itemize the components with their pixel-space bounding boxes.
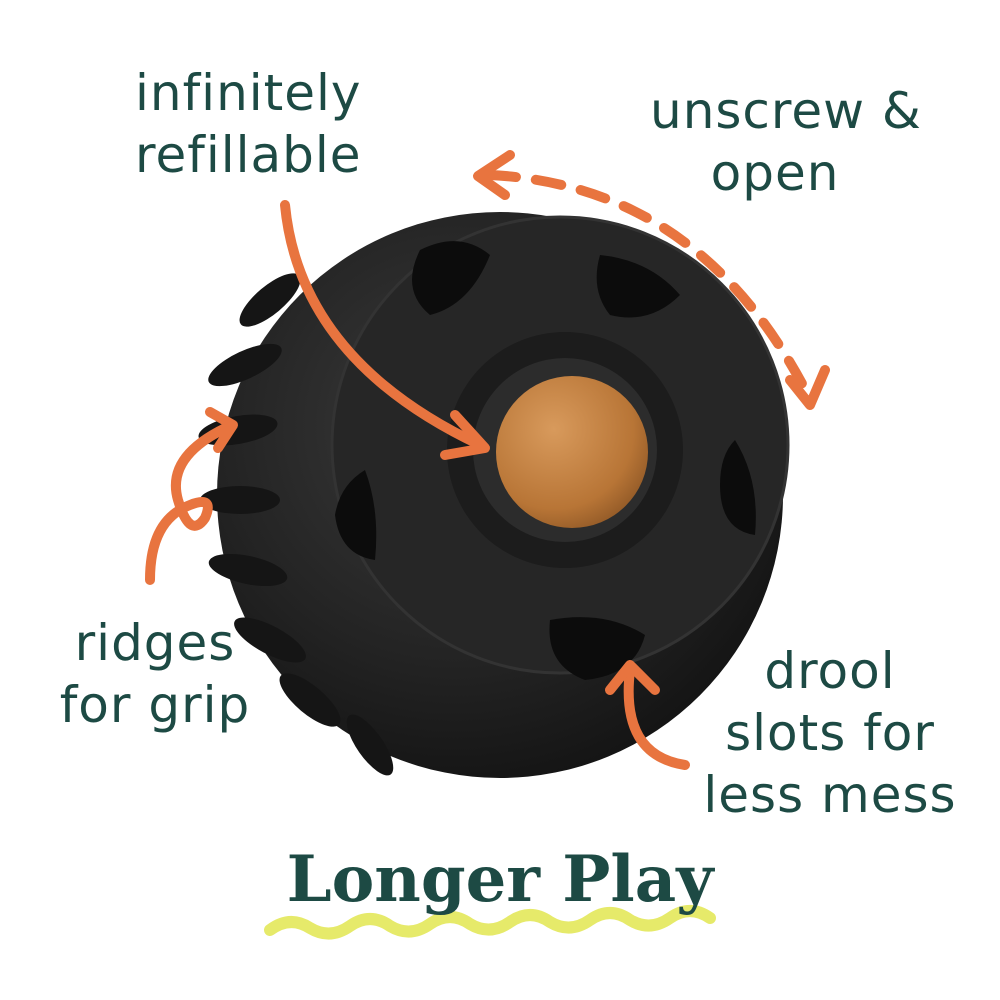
unscrew-arrow (485, 170, 813, 400)
headline-title: Longer Play (286, 842, 714, 917)
refill-arrowhead (440, 410, 490, 460)
ridges-arrow (145, 420, 237, 585)
cap-slots (335, 241, 756, 680)
treat (496, 376, 648, 528)
callout-infinitely-refillable: infinitely refillable (135, 62, 362, 186)
grip-ridges (198, 273, 394, 776)
callout-line: for grip (59, 676, 251, 734)
unscrew-arrowhead-left (473, 150, 515, 200)
headline-underline (264, 905, 716, 940)
callout-drool-slots: drool slots for less mess (700, 640, 960, 826)
ridges-arrowhead (205, 407, 238, 453)
callout-unscrew-open: unscrew & open (650, 80, 922, 204)
callout-line: drool (764, 642, 896, 700)
refill-arrow (280, 200, 485, 450)
drool-arrow (623, 665, 690, 770)
unscrew-arrowhead-right (785, 365, 830, 410)
callout-line: slots for (725, 704, 935, 762)
callout-line: less mess (703, 766, 957, 824)
drool-arrowhead (605, 660, 660, 695)
callout-line: unscrew & (650, 82, 922, 140)
callout-line: infinitely (135, 64, 362, 122)
callout-line: ridges (74, 614, 236, 672)
callout-ridges-for-grip: ridges for grip (55, 612, 255, 736)
callout-line: refillable (135, 126, 362, 184)
callout-line: open (710, 144, 840, 202)
